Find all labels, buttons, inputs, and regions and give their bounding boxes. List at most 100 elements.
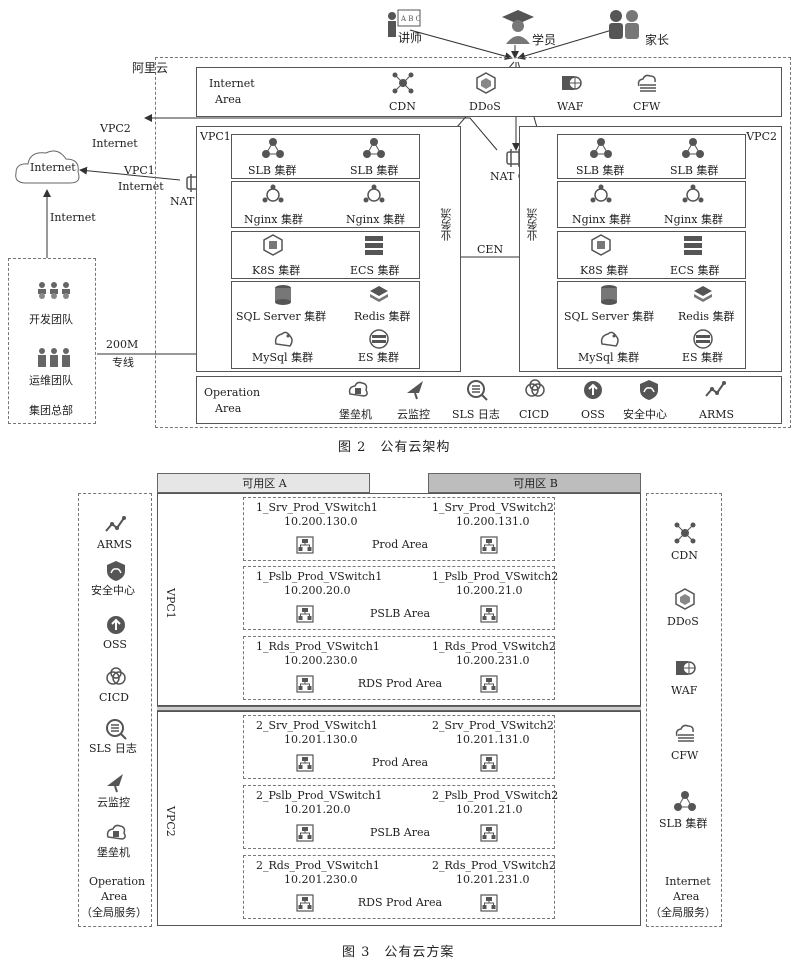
security-center-icon: [640, 380, 658, 400]
f3-cdn-label: CDN: [671, 549, 698, 562]
sqlserver-cluster-label: SQL Server 集群: [236, 310, 327, 323]
vswitch-icon: [296, 824, 314, 846]
cloud-monitor-icon: [107, 774, 123, 793]
cicd-icon: [106, 667, 126, 685]
vpc1-link-label2: Internet: [118, 180, 164, 193]
vswitch-icon: [480, 824, 498, 846]
f3-op-panel-label2: Area: [101, 890, 128, 903]
ecs-icon: [365, 236, 383, 255]
arms-icon: [705, 381, 726, 397]
biz-flow-vpc2: 业务流: [526, 208, 539, 241]
vswitch-left-cidr: 10.200.230.0: [284, 654, 358, 667]
vpc2-link-label: VPC2: [100, 122, 131, 135]
slb-cluster-label: SLB 集群: [248, 164, 297, 177]
zone-b-label: 可用区 B: [513, 477, 558, 490]
vswitch-icon: [296, 894, 314, 916]
slb-icon: [262, 138, 284, 158]
op-cloudmonitor: 云监控: [393, 379, 443, 423]
op-security: 安全中心: [619, 379, 679, 423]
fig3-caption: 图 3 公有云方案: [342, 945, 455, 960]
op-oss: OSS: [573, 379, 613, 423]
f3-op-panel-label1: Operation: [89, 875, 146, 888]
vswitch-icon: [296, 754, 314, 776]
vswitch-icon: [480, 605, 498, 627]
vpc2-db-group: SQL Server 集群 Redis 集群 MySql 集群 ES 集群: [557, 281, 746, 369]
waf-icon: [676, 661, 696, 675]
redis-cluster-label: Redis 集群: [354, 310, 411, 323]
nginx-icon: [262, 184, 284, 203]
sqlserver-icon: [601, 285, 617, 305]
f3-ia-waf: WAF: [647, 657, 723, 697]
f3-vpc2: VPC2: [157, 711, 641, 926]
cfw-label: CFW: [633, 100, 661, 113]
vpc2-nginx-group: Nginx 集群 Nginx 集群: [557, 181, 746, 228]
ia-ddos: DDoS: [465, 71, 509, 115]
es-cluster-label: ES 集群: [682, 351, 724, 364]
cdn-icon: [392, 72, 414, 94]
arms-icon: [105, 516, 126, 532]
hq-link-speed: 200M: [106, 338, 139, 351]
vpc2-compute-group: K8S 集群 ECS 集群: [557, 231, 746, 279]
f3-op-oss: OSS: [79, 614, 153, 652]
vswitch-left-cidr: 10.201.20.0: [284, 803, 351, 816]
f3-cfw-label: CFW: [671, 749, 699, 762]
ddos-icon: [675, 588, 695, 610]
internet-label: Internet: [30, 161, 76, 174]
op-cicd: CICD: [515, 379, 555, 423]
vpc1-nginx-group: Nginx 集群 Nginx 集群: [231, 181, 420, 228]
nginx-cluster-label: Nginx 集群: [572, 213, 631, 226]
slb-icon: [674, 791, 696, 811]
op-sls: SLS 日志: [450, 379, 506, 423]
sqlserver-cluster-label: SQL Server 集群: [564, 310, 655, 323]
vswitch-right-name: 2_Pslb_Prod_VSwitch2: [432, 789, 559, 802]
vswitch-icon: [480, 894, 498, 916]
f3-vpc1-label: VPC1: [164, 588, 177, 619]
mysql-cluster-label: MySql 集群: [578, 351, 640, 364]
bastion-label: 堡垒机: [339, 408, 372, 421]
cdn-icon: [674, 522, 696, 544]
f3-bastion-label: 堡垒机: [97, 846, 130, 859]
nginx-cluster-label: Nginx 集群: [244, 213, 303, 226]
cloud-icon: [15, 150, 80, 184]
vswitch-left-cidr: 10.201.230.0: [284, 873, 358, 886]
sls-log-icon: [467, 380, 488, 401]
es-icon: [693, 329, 713, 349]
cicd-label: CICD: [519, 408, 549, 421]
vswitch-left-cidr: 10.201.130.0: [284, 733, 358, 746]
area-name: Prod Area: [371, 756, 429, 769]
hq-box: 开发团队 运维团队 集团总部: [8, 258, 96, 424]
slb-icon: [590, 138, 612, 158]
vswitch-left-name: 1_Pslb_Prod_VSwitch1: [256, 570, 383, 583]
vswitch-icon: [296, 605, 314, 627]
biz-flow-vpc1: 业务流: [440, 208, 453, 241]
zone-a-label: 可用区 A: [242, 477, 287, 490]
student-icon: [502, 10, 534, 44]
vswitch-right-name: 1_Pslb_Prod_VSwitch2: [432, 570, 559, 583]
vswitch-icon: [480, 675, 498, 697]
ecs-cluster-label: ECS 集群: [670, 264, 720, 277]
area-name: Prod Area: [371, 538, 429, 551]
f3-oss-label: OSS: [103, 638, 127, 651]
vpc1-compute-group: K8S 集群 ECS 集群: [231, 231, 420, 279]
vpc2-link-label2: Internet: [92, 137, 138, 150]
f3-operation-panel: ARMS 安全中心 OSS CICD SLS 日志 云监控 堡垒机 Operat…: [78, 493, 152, 927]
nginx-cluster-label: Nginx 集群: [346, 213, 405, 226]
bastion-icon: [106, 824, 126, 840]
k8s-cluster-label: K8S 集群: [580, 264, 629, 277]
waf-label: WAF: [557, 100, 584, 113]
f3-arms-label: ARMS: [97, 538, 133, 551]
operation-area-title: Operation: [204, 386, 261, 399]
redis-icon: [370, 286, 388, 302]
ecs-icon: [684, 236, 702, 255]
cen-label: CEN: [477, 243, 504, 256]
lecturer-label: 讲师: [398, 31, 423, 45]
ecs-cluster-label: ECS 集群: [350, 264, 400, 277]
ia-cfw: CFW: [627, 71, 667, 115]
ops-team-label: 运维团队: [29, 374, 73, 387]
cfw-icon: [675, 724, 694, 742]
f3-cloudmonitor-label: 云监控: [97, 796, 130, 809]
redis-cluster-label: Redis 集群: [678, 310, 735, 323]
